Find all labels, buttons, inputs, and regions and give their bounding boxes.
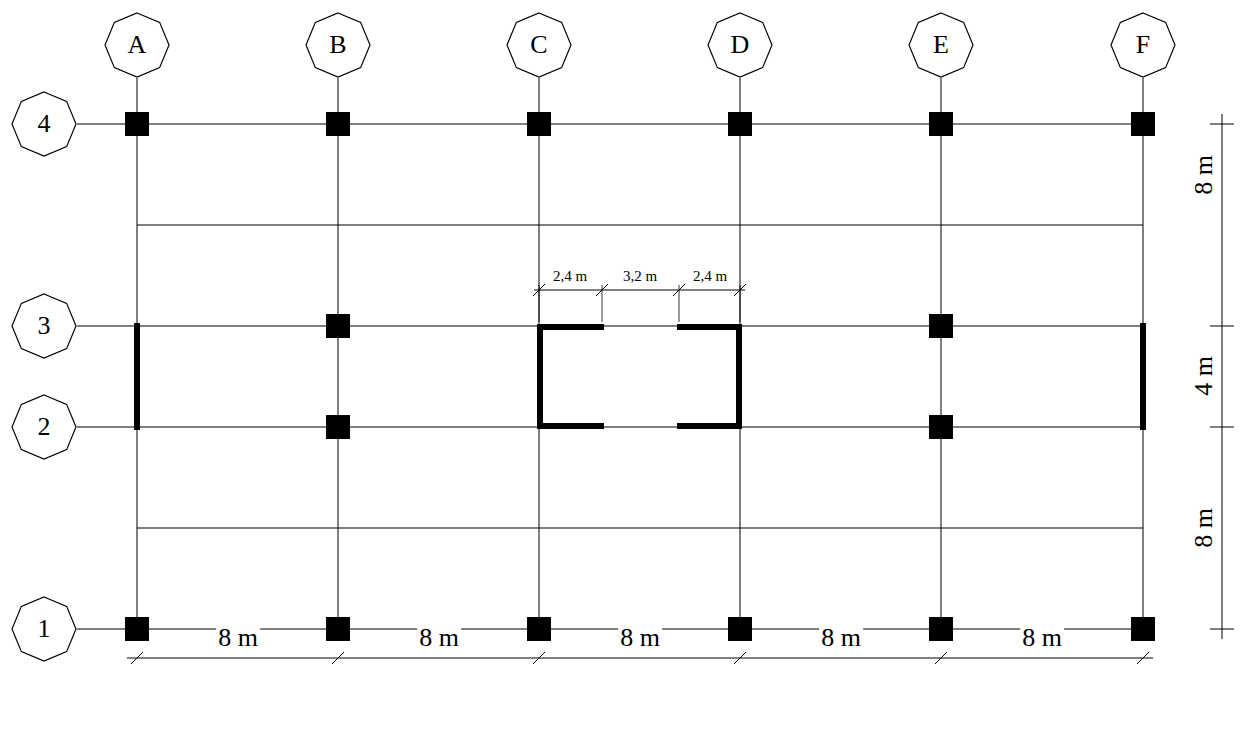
grid-label: A [104,32,170,58]
dimension-tick [332,652,344,664]
dimension-label: 4 m [1191,354,1217,398]
core-wall [537,324,604,330]
grid [77,78,1234,664]
column [929,415,953,439]
core-wall [677,324,742,330]
column [728,112,752,136]
grid-line [941,78,942,629]
dimension-line [1222,114,1223,639]
column [527,617,551,641]
grid-label: D [707,32,773,58]
grid-line [77,427,1143,428]
grid-label: B [305,32,371,58]
dimension-label: 2,4 m [551,269,589,284]
core-wall [736,324,742,429]
column [125,112,149,136]
grid-line [77,326,1143,327]
grid-line [338,78,339,629]
grid-bubble: E [908,12,974,78]
shear-wall [134,323,140,430]
core-wall [537,423,604,429]
grid-label: C [506,32,572,58]
dimension-tick [1210,124,1234,125]
dimension-line [534,290,745,291]
dimension-tick [1210,326,1234,327]
grid-bubble: C [506,12,572,78]
dimension-tick [734,652,746,664]
grid-label: F [1110,32,1176,58]
dimension-tick [533,652,545,664]
extension-line [602,285,603,322]
dimension-tick [1137,652,1149,664]
grid-label: E [908,32,974,58]
extension-line [539,285,540,322]
grid-bubble: F [1110,12,1176,78]
grid-label: 4 [11,111,77,137]
grid-label: 1 [11,616,77,642]
dimension-tick [131,652,143,664]
grid-bubble: A [104,12,170,78]
dimension-label: 8 m [1191,153,1217,197]
dimension-label: 2,4 m [691,269,729,284]
grid-label: 3 [11,313,77,339]
grid-bubble: 3 [11,293,77,359]
grid-bubble: 4 [11,91,77,157]
column [929,112,953,136]
grid-line [77,124,1143,125]
extension-line [740,285,741,322]
dimension-label: 3,2 m [621,269,659,284]
grid-bubble: D [707,12,773,78]
column [728,617,752,641]
core-wall [677,423,742,429]
beam-line [137,528,1143,529]
column [125,617,149,641]
dimension-line [127,658,1153,659]
column [326,617,350,641]
dimension-label: 8 m [216,625,260,651]
column [929,314,953,338]
column [326,415,350,439]
column [326,112,350,136]
grid-bubble: 2 [11,394,77,460]
column [1131,617,1155,641]
column [929,617,953,641]
dimension-label: 8 m [1020,625,1064,651]
column [527,112,551,136]
dimension-label: 8 m [1191,506,1217,550]
dimension-label: 8 m [417,625,461,651]
dimension-label: 8 m [819,625,863,651]
column [326,314,350,338]
column [1131,112,1155,136]
shear-wall [1140,323,1146,430]
dimension-tick [1210,427,1234,428]
grid-label: 2 [11,414,77,440]
grid-bubble: B [305,12,371,78]
core-wall [537,324,543,429]
extension-line [679,285,680,322]
beam-line [137,225,1143,226]
dimension-tick [1210,629,1234,630]
dimension-tick [935,652,947,664]
dimension-label: 8 m [618,625,662,651]
grid-bubble: 1 [11,596,77,662]
